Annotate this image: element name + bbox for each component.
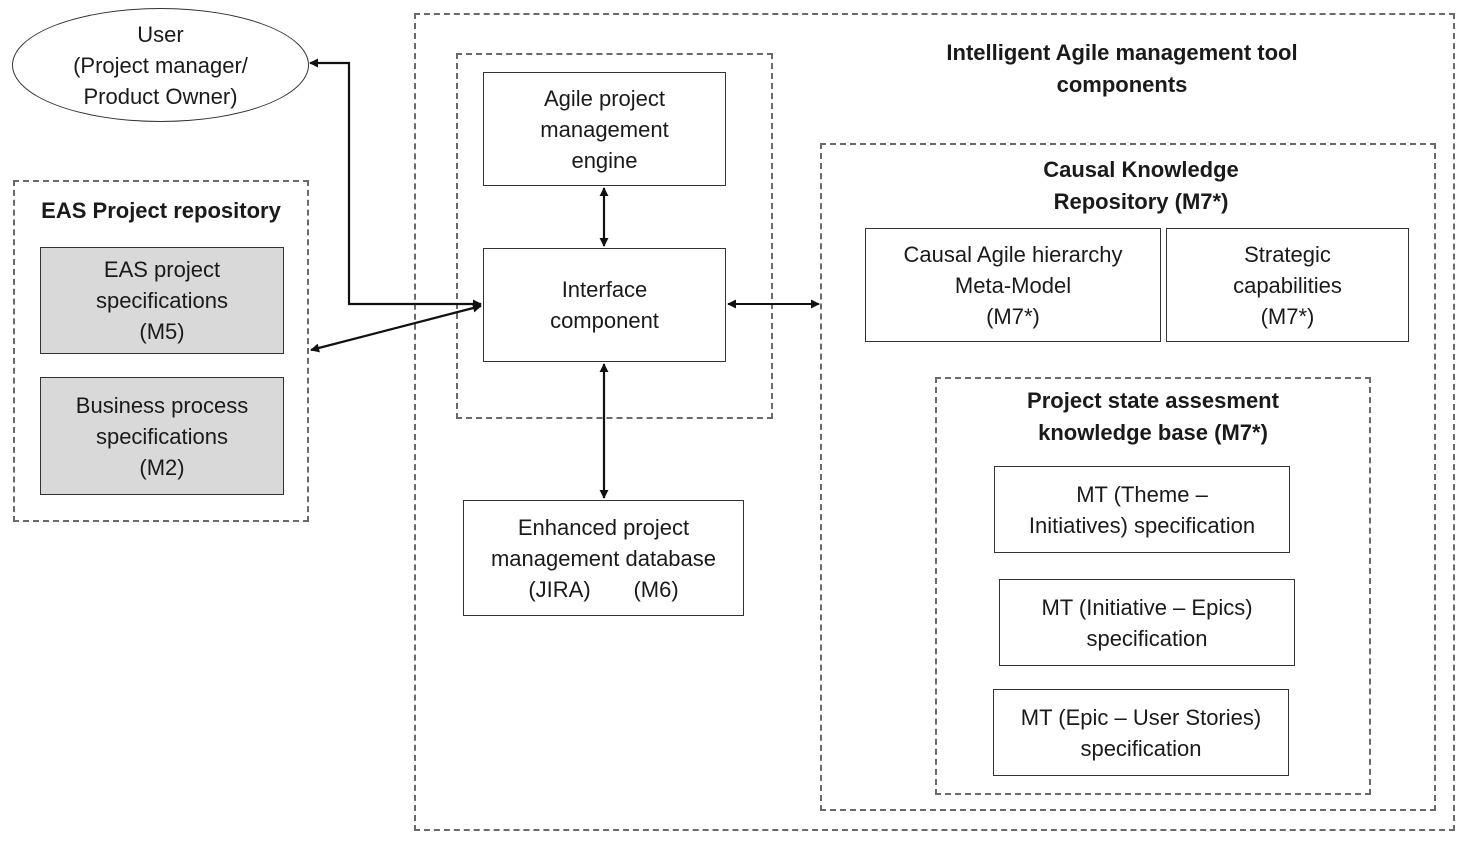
eas-specs-line-1: EAS project bbox=[103, 257, 221, 282]
eas-interface-connector bbox=[310, 303, 482, 353]
database-line-1: Enhanced project bbox=[517, 514, 690, 540]
epic-line-1: MT (Epic – User Stories) bbox=[1020, 704, 1262, 730]
interface-line-2: component bbox=[550, 308, 659, 333]
eas-repository-title: EAS Project repository bbox=[41, 198, 281, 223]
user-line-1: User bbox=[137, 21, 184, 47]
causal-repository-title: Causal Knowledge Repository (M7*) bbox=[960, 154, 1322, 218]
intelligent-agile-tool-container bbox=[414, 13, 1455, 831]
tool-title-line-2: components bbox=[1056, 72, 1188, 97]
eas-specs-line-3: (M5) bbox=[139, 319, 185, 344]
causal-title-line-1: Causal Knowledge bbox=[1043, 157, 1239, 182]
mt-initiative-epics-node: MT (Initiative – Epics) specification bbox=[999, 579, 1295, 666]
interface-line-1: Interface bbox=[561, 277, 648, 302]
causal-knowledge-repository-container bbox=[820, 143, 1436, 811]
engine-line-3: engine bbox=[571, 147, 638, 173]
mt-theme-initiatives-node: MT (Theme – Initiatives) specification bbox=[994, 466, 1290, 553]
assessment-kb-title: Project state assesment knowledge base (… bbox=[960, 385, 1346, 449]
initiative-line-1: MT (Initiative – Epics) bbox=[1041, 594, 1253, 620]
bp-specs-line-1: Business process bbox=[75, 392, 249, 418]
theme-line-1: MT (Theme – bbox=[1076, 481, 1208, 507]
bp-specs-line-2: specifications bbox=[95, 423, 229, 449]
epic-line-2: specification bbox=[1080, 735, 1202, 761]
agile-project-management-engine-node: Agile project management engine bbox=[483, 72, 726, 186]
strategic-capabilities-node: Strategic capabilities (M7*) bbox=[1166, 228, 1409, 342]
strategic-line-1: Strategic bbox=[1244, 241, 1331, 267]
strategic-line-2: capabilities bbox=[1233, 272, 1342, 298]
mt-epic-user-stories-node: MT (Epic – User Stories) specification bbox=[993, 689, 1289, 776]
theme-line-2: Initiatives) specification bbox=[1028, 512, 1256, 538]
strategic-line-3: (M7*) bbox=[1260, 303, 1315, 329]
user-interface-connector bbox=[309, 58, 482, 309]
database-line-2: management database bbox=[490, 545, 717, 571]
user-node: User (Project manager/ Product Owner) bbox=[12, 8, 309, 122]
causal-agile-hierarchy-meta-model-node: Causal Agile hierarchy Meta-Model (M7*) bbox=[865, 228, 1161, 342]
business-process-specifications-node: Business process specifications (M2) bbox=[40, 377, 284, 495]
engine-line-1: Agile project bbox=[543, 85, 666, 111]
meta-model-line-1: Causal Agile hierarchy bbox=[903, 241, 1123, 267]
eas-project-repository-container bbox=[13, 180, 309, 522]
interface-component-node: Interface component bbox=[483, 248, 726, 362]
eas-project-specifications-node: EAS project specifications (M5) bbox=[40, 247, 284, 354]
engine-line-2: management bbox=[540, 116, 669, 142]
tool-title-line-1: Intelligent Agile management tool bbox=[946, 40, 1298, 65]
project-state-assessment-container bbox=[935, 377, 1371, 795]
bp-specs-line-3: (M2) bbox=[139, 454, 185, 480]
initiative-line-2: specification bbox=[1086, 625, 1208, 651]
eas-specs-line-2: specifications bbox=[95, 288, 229, 313]
database-line-3: (JIRA) (M6) bbox=[528, 576, 679, 602]
meta-model-line-2: Meta-Model bbox=[954, 272, 1072, 298]
user-line-3: Product Owner) bbox=[83, 83, 238, 109]
meta-model-line-3: (M7*) bbox=[986, 303, 1040, 329]
user-line-2: (Project manager/ bbox=[73, 52, 248, 78]
causal-title-line-2: Repository (M7*) bbox=[1053, 189, 1229, 214]
enhanced-project-management-database-node: Enhanced project management database (JI… bbox=[463, 500, 744, 616]
assessment-title-line-1: Project state assesment bbox=[1027, 388, 1279, 413]
assessment-title-line-2: knowledge base (M7*) bbox=[1038, 420, 1268, 445]
tool-title: Intelligent Agile management tool compon… bbox=[880, 37, 1364, 101]
